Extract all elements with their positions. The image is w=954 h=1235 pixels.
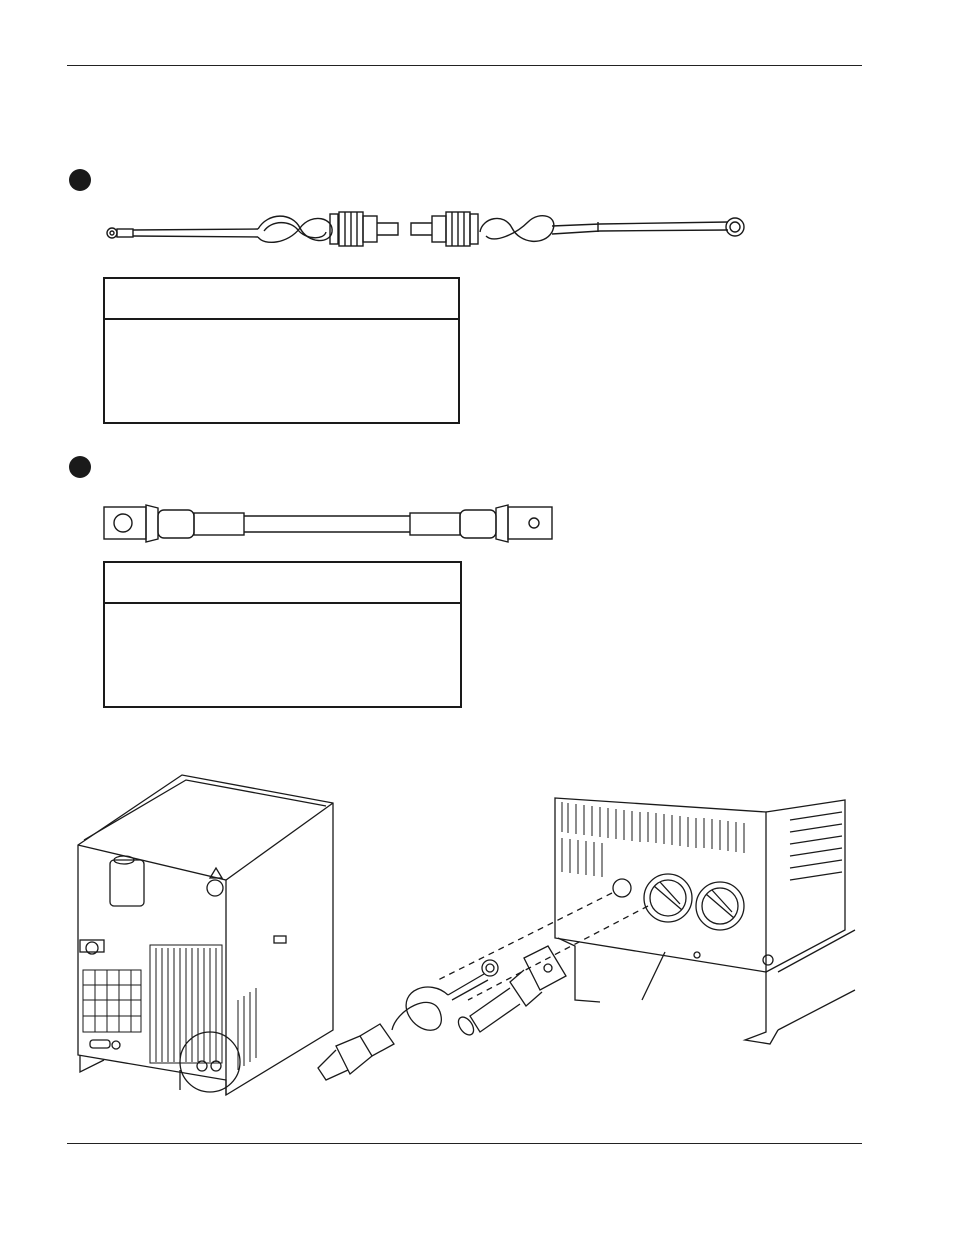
fill-cap xyxy=(109,859,145,907)
cable-knot-right xyxy=(479,214,555,242)
guide-line-1 xyxy=(437,892,613,981)
front-grid xyxy=(82,969,142,1033)
ring-terminal-left xyxy=(106,227,118,239)
cable-knot-left xyxy=(257,215,333,244)
install-ground-lead xyxy=(317,959,499,1081)
side-vent-grille xyxy=(149,944,223,1064)
ground-lead-spec-table xyxy=(103,277,460,424)
connector-left xyxy=(643,873,693,923)
power-cable-spec-table xyxy=(103,561,462,708)
table-header xyxy=(105,563,460,604)
table-header xyxy=(105,279,458,320)
header-rule xyxy=(67,65,862,66)
detail-panel xyxy=(554,797,856,1045)
lug-terminal-right xyxy=(507,506,553,540)
install-power-lug xyxy=(457,945,567,1036)
lug-terminal-left xyxy=(103,506,147,540)
panel-hole xyxy=(612,878,632,898)
cabinet-outline xyxy=(77,774,334,1097)
section-2-bullet xyxy=(69,456,91,478)
right-vents xyxy=(237,988,257,1070)
connector-right xyxy=(695,881,745,931)
footer-rule xyxy=(67,1143,862,1144)
detail-callout-circle xyxy=(179,1031,241,1093)
section-1-bullet xyxy=(69,169,91,191)
guide-line-2 xyxy=(467,905,649,1001)
ring-terminal-right xyxy=(725,217,745,237)
